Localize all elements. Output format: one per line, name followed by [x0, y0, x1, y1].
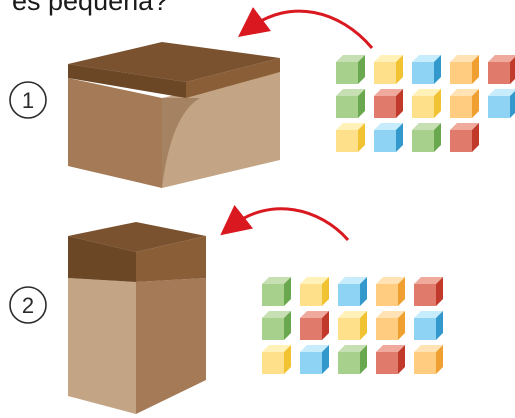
cube-red [300, 311, 329, 340]
box-1 [68, 42, 280, 188]
cube-yellow [412, 89, 441, 118]
cube-green [336, 89, 365, 118]
box-1-lid-top [68, 42, 280, 82]
cube-orange [450, 55, 479, 84]
cube-red [450, 123, 479, 152]
cube-blue [488, 89, 515, 118]
label-1-text: 1 [22, 88, 34, 113]
cube-blue [300, 345, 329, 374]
cube-green [412, 123, 441, 152]
box-1-front [68, 78, 162, 188]
box-2-lid-top [68, 222, 206, 252]
cube-orange [376, 277, 405, 306]
cube-yellow [374, 55, 403, 84]
cube-yellow [300, 277, 329, 306]
box-1-lid-front [68, 64, 186, 98]
cube-blue [414, 311, 443, 340]
cube-orange [414, 345, 443, 374]
box-1-shadow [162, 98, 200, 188]
box-2-side [136, 278, 206, 414]
cube-green [262, 311, 291, 340]
cube-green [262, 277, 291, 306]
box-1-lid-side [186, 58, 280, 98]
cube-red [374, 89, 403, 118]
cube-blue [374, 123, 403, 152]
cube-red [376, 345, 405, 374]
box-2-front [68, 278, 136, 414]
label-2-text: 2 [22, 293, 34, 318]
cube-yellow [262, 345, 291, 374]
cube-yellow [338, 311, 367, 340]
label-1: 1 [9, 81, 47, 119]
box-2-lid-front [68, 236, 136, 282]
cube-group-1 [336, 55, 515, 152]
cube-blue [412, 55, 441, 84]
cube-green [336, 55, 365, 84]
label-2: 2 [9, 286, 47, 324]
box-2 [68, 222, 206, 414]
cube-yellow [336, 123, 365, 152]
arrow-2 [220, 204, 350, 241]
cube-orange [450, 89, 479, 118]
caption-text: es pequeña? [12, 0, 169, 16]
cube-red [488, 55, 515, 84]
cube-red [414, 277, 443, 306]
box-2-lid-side [136, 236, 206, 282]
cube-green [338, 345, 367, 374]
arrow-1 [237, 7, 374, 49]
cube-orange [376, 311, 405, 340]
cube-blue [338, 277, 367, 306]
cube-group-2 [262, 277, 443, 374]
